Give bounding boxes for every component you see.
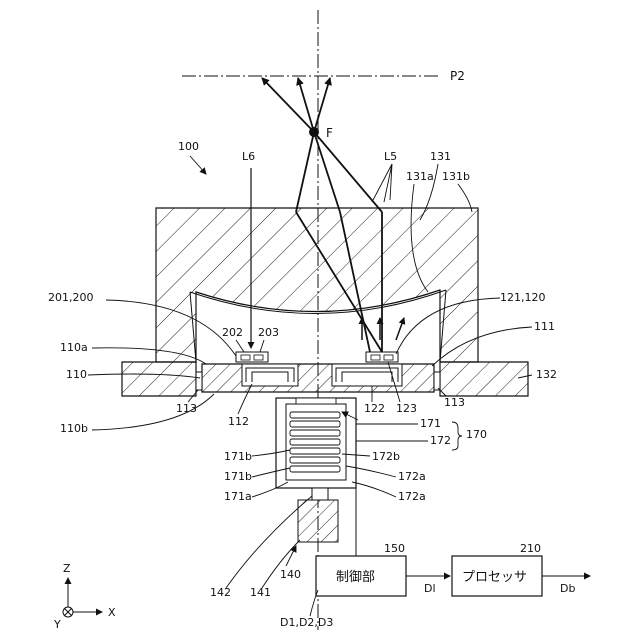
focus-label: F <box>326 126 333 140</box>
label-172b: 172b <box>372 450 400 463</box>
emitter-202-inner <box>241 355 250 360</box>
label-201-200: 201,200 <box>48 291 94 304</box>
emitter-122-inner <box>371 355 380 360</box>
label-172: 172 <box>430 434 451 447</box>
axis-y-label: Y <box>53 618 61 631</box>
l5-leader <box>372 164 392 202</box>
flange-132-right <box>440 362 528 396</box>
label-122: 122 <box>364 402 385 415</box>
label-110: 110 <box>66 368 87 381</box>
brace-170 <box>452 422 462 450</box>
sensor-top-plate <box>296 398 336 404</box>
label-131b: 131b <box>442 170 470 183</box>
label-171b-2: 171b <box>224 470 252 483</box>
label-150: 150 <box>384 542 405 555</box>
spacer-113-right <box>434 372 440 390</box>
label-203: 203 <box>258 326 279 339</box>
device-label-100: 100 <box>178 140 199 153</box>
recess-left <box>242 364 298 386</box>
label-210: 210 <box>520 542 541 555</box>
label-171a: 171a <box>224 490 252 503</box>
label-dl: Dl <box>424 582 436 595</box>
label-170: 170 <box>466 428 487 441</box>
lens-unit-141 <box>298 500 338 542</box>
label-171: 171 <box>420 417 441 430</box>
leader-172a-2 <box>352 482 396 497</box>
label-140: 140 <box>280 568 301 581</box>
label-112: 112 <box>228 415 249 428</box>
axis-x-label: X <box>108 606 116 619</box>
label-signals: D1,D2,D3 <box>280 616 333 629</box>
spacer-113-left <box>196 372 202 390</box>
label-db: Db <box>560 582 575 595</box>
label-123: 123 <box>396 402 417 415</box>
connector <box>312 488 328 500</box>
axis-z-label: Z <box>63 562 71 575</box>
label-111: 111 <box>534 320 555 333</box>
label-172a-2: 172a <box>398 490 426 503</box>
l5-label: L5 <box>384 150 397 163</box>
leader-202 <box>236 340 244 352</box>
l6-label: L6 <box>242 150 255 163</box>
label-142: 142 <box>210 586 231 599</box>
focus-point-f <box>309 127 319 137</box>
label-131a: 131a <box>406 170 434 183</box>
emitter-203-inner <box>254 355 263 360</box>
leader-signals <box>310 590 318 616</box>
label-172a-1: 172a <box>398 470 426 483</box>
label-141: 141 <box>250 586 271 599</box>
flange-132 <box>122 362 196 396</box>
coordinate-axes <box>63 578 102 617</box>
sensor-layers-171b <box>290 412 340 472</box>
label-131: 131 <box>430 150 451 163</box>
processor-box-label: プロセッサ <box>462 570 527 585</box>
emitter-123-inner <box>384 355 393 360</box>
label-110b: 110b <box>60 422 88 435</box>
lens-body-131 <box>156 208 478 362</box>
label-121-120: 121,120 <box>500 291 546 304</box>
label-202: 202 <box>222 326 243 339</box>
label-110a: 110a <box>60 341 88 354</box>
plane-p2-label: P2 <box>450 69 465 83</box>
leader-203 <box>260 340 264 352</box>
label-113-right: 113 <box>444 396 465 409</box>
controller-box-label: 制御部 <box>336 570 375 585</box>
label-171b-1: 171b <box>224 450 252 463</box>
label-132: 132 <box>536 368 557 381</box>
device-leader-100 <box>190 156 206 174</box>
